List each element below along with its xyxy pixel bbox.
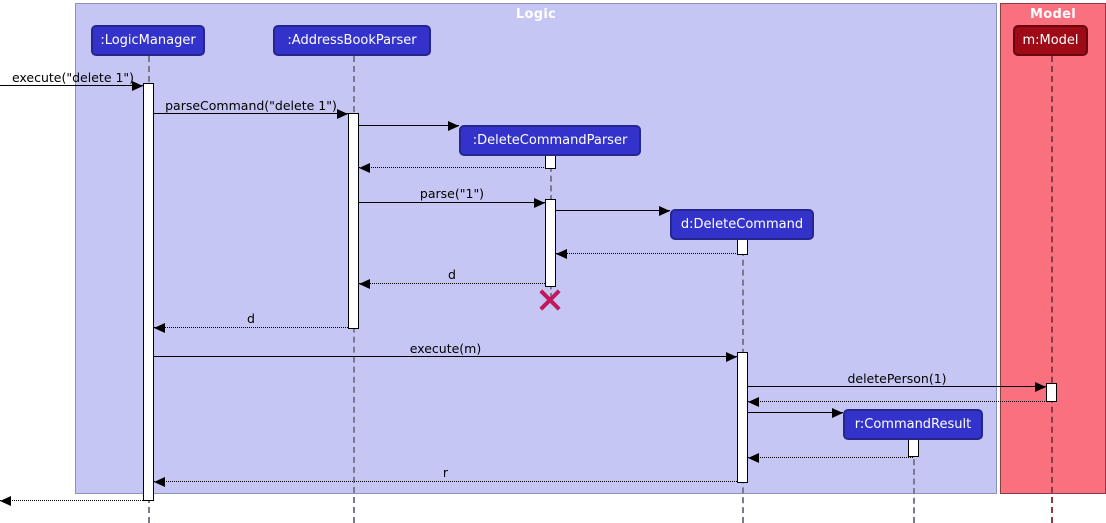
message-label-m2: parseCommand("delete 1") (165, 98, 337, 113)
message-label-m10: execute(m) (409, 341, 482, 356)
message-label-m5: parse("1") (419, 186, 485, 201)
participant-label-commandResult: r:CommandResult (854, 417, 972, 432)
participant-label-addressBookParser: :AddressBookParser (287, 33, 417, 48)
message-label-m15: r (442, 465, 449, 480)
message-arrowhead-m16 (0, 495, 11, 506)
partition-model: Model (1000, 3, 1106, 494)
activation-bar-deleteCommand (737, 352, 748, 483)
activation-bar-deleteCommandParser (545, 199, 556, 287)
partition-title-logic: Logic (515, 7, 557, 22)
participant-box-logicManager[interactable]: :LogicManager (91, 25, 205, 56)
message-arrowhead-m6 (659, 205, 670, 216)
message-line-m6 (556, 210, 670, 211)
message-line-m8 (359, 283, 545, 284)
message-line-m9 (154, 327, 348, 328)
message-arrowhead-m9 (154, 322, 165, 333)
message-line-m10 (154, 356, 737, 357)
message-line-m13 (748, 412, 843, 413)
message-line-m7 (556, 253, 742, 254)
participant-box-model[interactable]: m:Model (1013, 25, 1088, 56)
message-arrowhead-m10 (726, 351, 737, 362)
message-line-m16 (0, 500, 143, 501)
participant-label-deleteCommand: d:DeleteCommand (680, 217, 804, 232)
activation-bar-addressBookParser (348, 113, 359, 329)
participant-box-commandResult[interactable]: r:CommandResult (843, 409, 983, 440)
activation-bar-logicManager (143, 83, 154, 501)
message-arrowhead-m3 (448, 120, 459, 131)
destroy-marker-icon (537, 287, 562, 312)
message-label-m11: deletePerson(1) (847, 371, 947, 386)
message-line-m3 (359, 125, 459, 126)
participant-box-deleteCommandParser[interactable]: :DeleteCommandParser (459, 125, 641, 156)
message-arrowhead-m4 (359, 162, 370, 173)
message-arrowhead-m7 (556, 248, 567, 259)
message-label-m1: execute("delete 1") (11, 70, 135, 85)
partition-title-model: Model (1030, 7, 1076, 22)
participant-label-model: m:Model (1022, 33, 1079, 48)
message-label-m9: d (247, 311, 255, 326)
message-arrowhead-m1 (132, 80, 143, 91)
participant-label-logicManager: :LogicManager (100, 33, 196, 48)
message-line-m5 (359, 202, 545, 203)
lifeline-model (1051, 56, 1053, 523)
lifeline-commandResult (913, 440, 915, 523)
message-arrowhead-m2 (337, 108, 348, 119)
message-arrowhead-m13 (832, 407, 843, 418)
participant-box-addressBookParser[interactable]: :AddressBookParser (273, 25, 431, 56)
message-arrowhead-m5 (534, 197, 545, 208)
message-arrowhead-m14 (748, 452, 759, 463)
message-line-m2 (154, 113, 348, 114)
activation-bar-model (1046, 383, 1057, 402)
message-arrowhead-m15 (154, 476, 165, 487)
message-line-m11 (748, 386, 1046, 387)
participant-box-deleteCommand[interactable]: d:DeleteCommand (670, 209, 814, 240)
message-label-m8: d (448, 267, 456, 282)
message-line-m15 (154, 481, 737, 482)
message-line-m4 (359, 167, 550, 168)
message-arrowhead-m8 (359, 278, 370, 289)
participant-label-deleteCommandParser: :DeleteCommandParser (472, 133, 628, 148)
message-arrowhead-m12 (748, 396, 759, 407)
message-line-m14 (748, 457, 913, 458)
message-line-m1 (0, 85, 143, 86)
message-arrowhead-m11 (1035, 381, 1046, 392)
message-line-m12 (748, 401, 1051, 402)
